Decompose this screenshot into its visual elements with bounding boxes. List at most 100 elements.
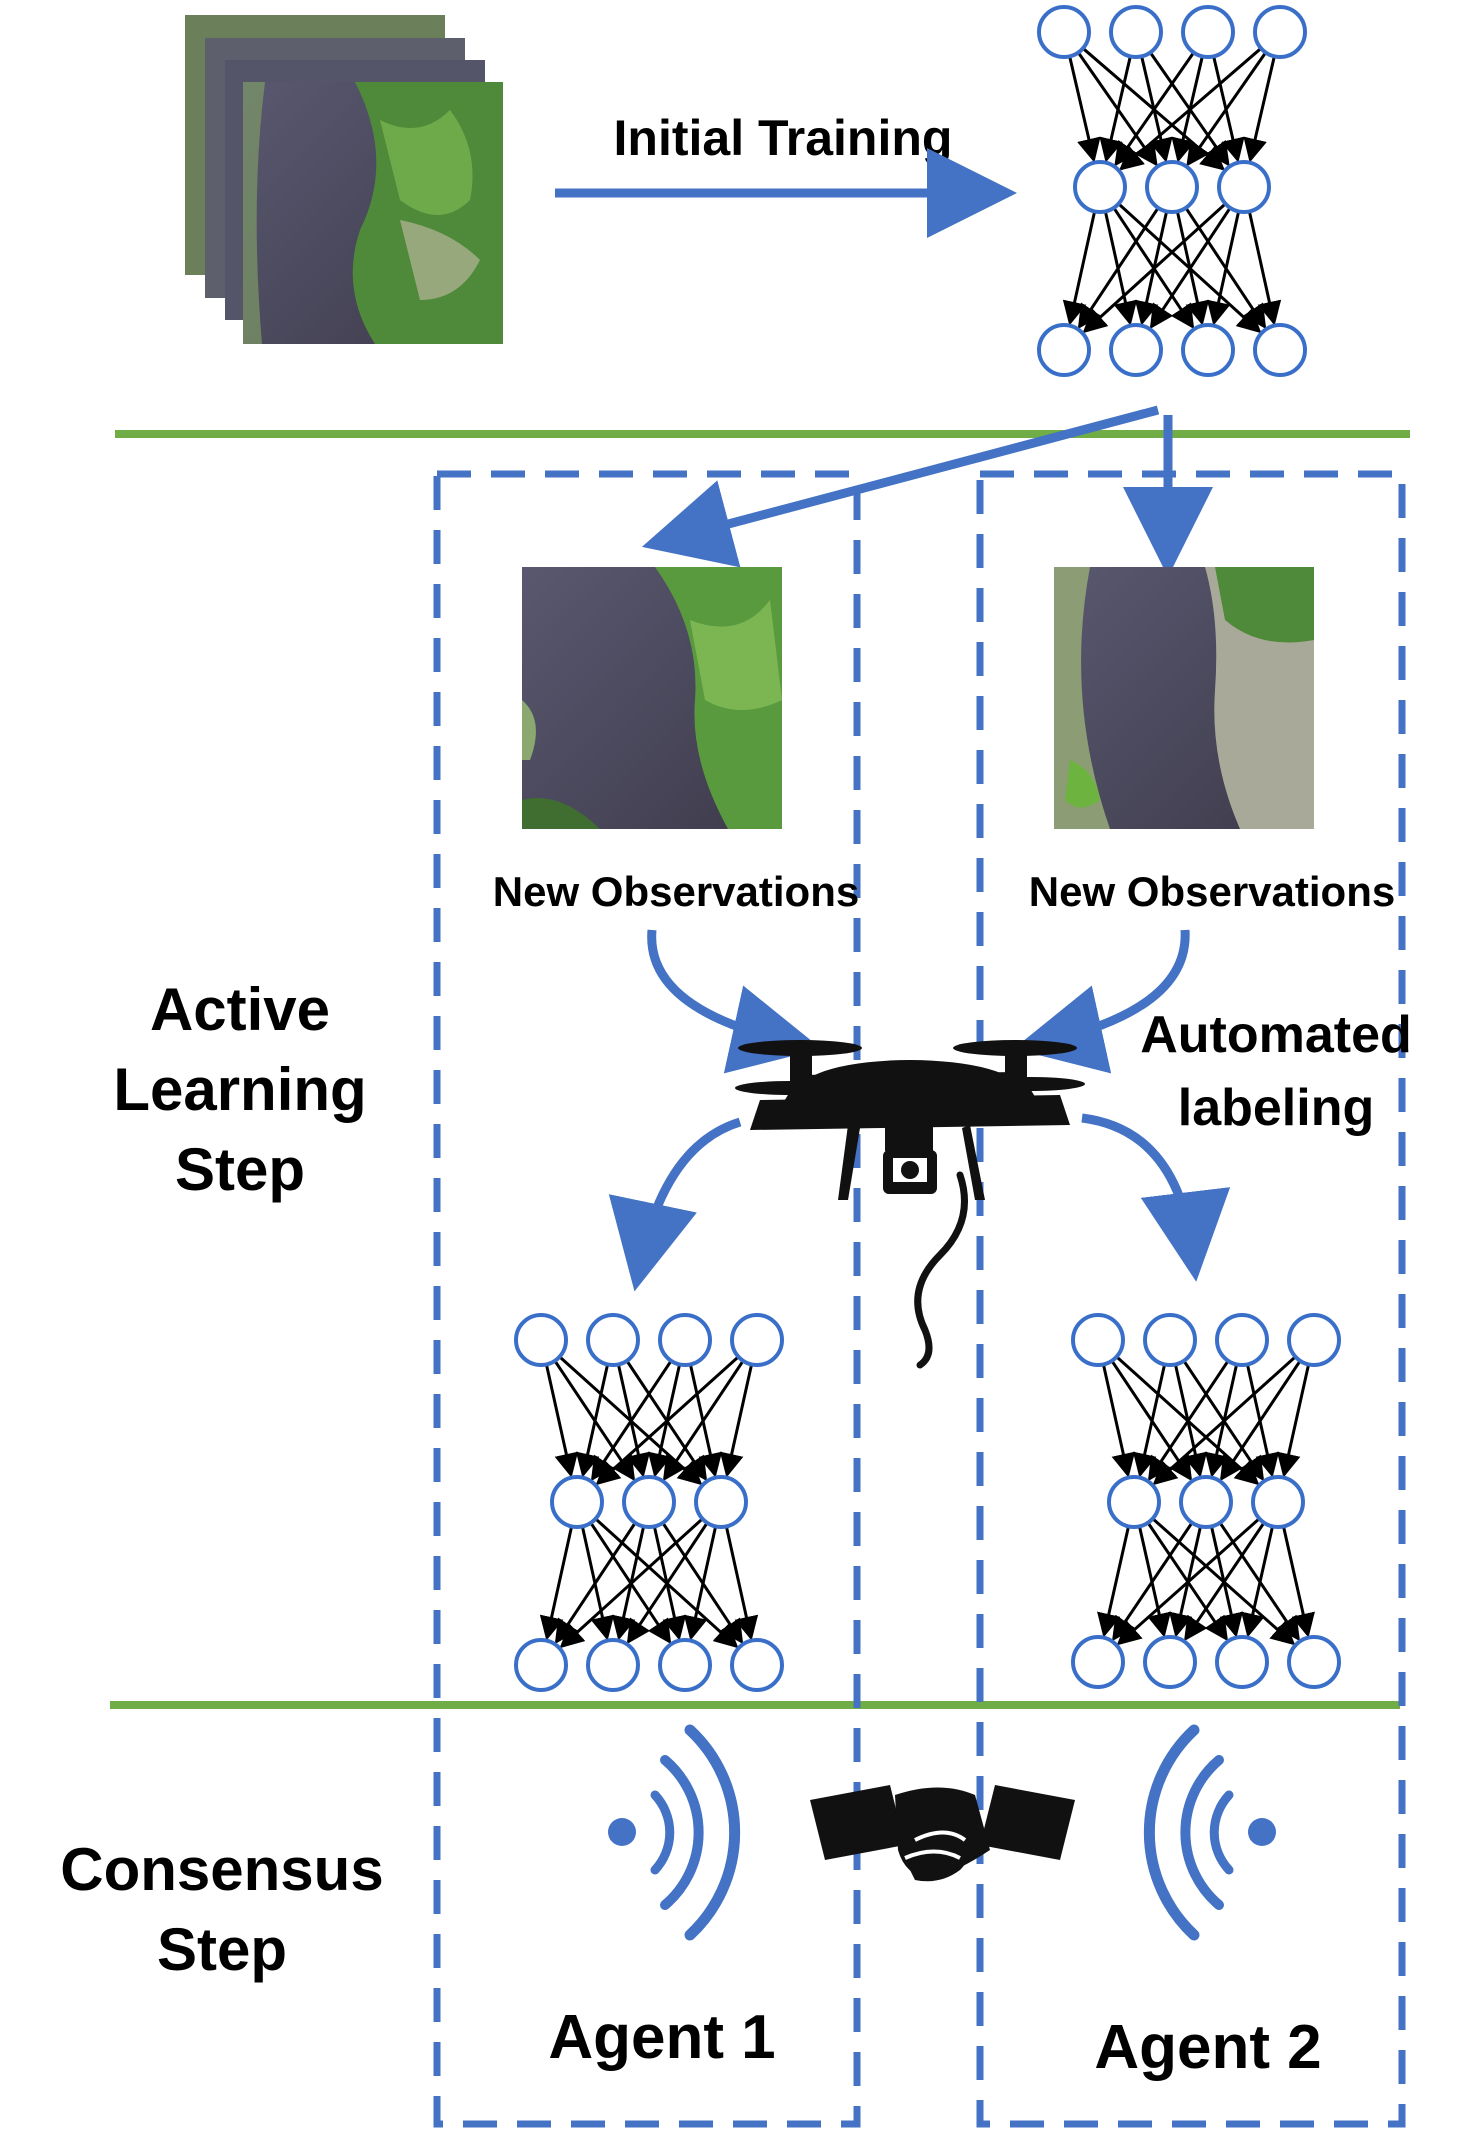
wireless-signal-icon bbox=[1143, 1724, 1276, 1941]
network-node bbox=[1037, 323, 1091, 377]
network-node bbox=[1179, 1475, 1233, 1529]
network-edge bbox=[1219, 1359, 1302, 1482]
network-edge bbox=[1276, 1364, 1311, 1478]
network-edge bbox=[1247, 211, 1282, 326]
network-edge bbox=[1149, 207, 1232, 330]
network-edge bbox=[1062, 211, 1097, 326]
network-edge bbox=[539, 1526, 574, 1641]
network-edge bbox=[1147, 1359, 1230, 1482]
network-edge bbox=[724, 1526, 759, 1641]
observation-image-agent1 bbox=[522, 567, 782, 829]
network-node bbox=[658, 1313, 712, 1367]
wireless-signal-icon bbox=[608, 1724, 741, 1941]
network-edge bbox=[1082, 202, 1227, 334]
handshake-icon bbox=[810, 1785, 1075, 1882]
active-learning-label-1: Active bbox=[150, 976, 330, 1043]
network-edge bbox=[1097, 1526, 1130, 1638]
automated-labeling-label-2: labeling bbox=[1178, 1079, 1374, 1137]
agent2-dashed-box bbox=[976, 470, 1406, 2128]
network-edge bbox=[1186, 51, 1267, 167]
automated-labeling-label-1: Automated bbox=[1140, 1006, 1412, 1064]
network-node bbox=[586, 1313, 640, 1367]
training-image bbox=[243, 82, 503, 344]
network-edge bbox=[595, 1355, 740, 1486]
new-observations-label-1: New Observations bbox=[493, 868, 859, 915]
drone-icon bbox=[735, 1040, 1085, 1369]
neural-network-initial bbox=[1037, 5, 1307, 377]
network-node bbox=[1215, 1635, 1269, 1689]
network-edge bbox=[1114, 51, 1195, 167]
network-edge bbox=[1241, 1526, 1274, 1638]
active-learning-label-3: Step bbox=[175, 1136, 305, 1203]
network-node bbox=[1253, 323, 1307, 377]
network-node bbox=[1251, 1475, 1305, 1529]
network-edge bbox=[1183, 1521, 1266, 1642]
consensus-label-1: Consensus bbox=[60, 1836, 383, 1903]
network-edge bbox=[1101, 1364, 1136, 1478]
network-edge bbox=[1132, 1364, 1167, 1478]
network-node bbox=[1287, 1313, 1341, 1367]
network-node bbox=[1071, 1313, 1125, 1367]
new-observations-label-2: New Observations bbox=[1029, 868, 1395, 915]
neural-network-agent2 bbox=[1071, 1313, 1341, 1689]
network-node bbox=[1073, 160, 1127, 214]
network-node bbox=[514, 1638, 568, 1692]
network-node bbox=[622, 1475, 676, 1529]
network-node bbox=[550, 1475, 604, 1529]
arrow-drone-to-agent2 bbox=[1081, 1113, 1231, 1282]
distribute-arrow-agent1 bbox=[641, 405, 1160, 568]
agent2-label: Agent 2 bbox=[1094, 2013, 1321, 2082]
network-node bbox=[1145, 160, 1199, 214]
network-edge bbox=[1068, 56, 1101, 163]
network-node bbox=[1071, 1635, 1125, 1689]
network-edge bbox=[1111, 1521, 1194, 1642]
agent1-dashed-box bbox=[433, 470, 861, 2128]
network-edge bbox=[1152, 1355, 1297, 1486]
network-node bbox=[1181, 323, 1235, 377]
network-edge bbox=[1118, 47, 1263, 171]
network-edge bbox=[1077, 207, 1160, 330]
network-node bbox=[1287, 1635, 1341, 1689]
network-node bbox=[730, 1638, 784, 1692]
network-edge bbox=[683, 1526, 718, 1641]
network-node bbox=[586, 1638, 640, 1692]
network-node bbox=[1143, 1635, 1197, 1689]
network-edge bbox=[1282, 1526, 1315, 1638]
observation-image-agent2 bbox=[1054, 567, 1314, 829]
network-node bbox=[730, 1313, 784, 1367]
network-node bbox=[1109, 323, 1163, 377]
network-edge bbox=[1099, 56, 1132, 163]
consensus-label-2: Step bbox=[157, 1916, 287, 1983]
network-node bbox=[1253, 5, 1307, 59]
arrow-observation1-to-drone bbox=[647, 929, 822, 1074]
active-learning-label-2: Learning bbox=[113, 1056, 366, 1123]
network-edge bbox=[590, 1359, 673, 1482]
network-edge bbox=[575, 1364, 610, 1478]
network-node bbox=[1181, 5, 1235, 59]
network-edge bbox=[719, 1364, 754, 1478]
network-edge bbox=[626, 1522, 709, 1645]
agent1-label: Agent 1 bbox=[548, 2003, 775, 2072]
network-node bbox=[1217, 160, 1271, 214]
network-edge bbox=[559, 1517, 704, 1649]
network-node bbox=[1215, 1313, 1269, 1367]
network-edge bbox=[662, 1359, 745, 1482]
network-node bbox=[1107, 1475, 1161, 1529]
arrow-observation2-to-drone bbox=[1013, 929, 1190, 1074]
network-node bbox=[1109, 5, 1163, 59]
network-edge bbox=[1116, 1517, 1261, 1646]
network-edge bbox=[554, 1522, 637, 1645]
network-node bbox=[1037, 5, 1091, 59]
network-node bbox=[514, 1313, 568, 1367]
arrow-drone-to-agent1 bbox=[608, 1117, 742, 1292]
network-edge bbox=[544, 1364, 579, 1478]
training-image-stack bbox=[185, 15, 503, 344]
network-node bbox=[1143, 1313, 1197, 1367]
network-edge bbox=[1206, 211, 1241, 326]
neural-network-agent1 bbox=[514, 1313, 784, 1692]
network-node bbox=[658, 1638, 712, 1692]
network-edge bbox=[1243, 56, 1276, 163]
initial-training-label: Initial Training bbox=[614, 110, 953, 166]
network-node bbox=[694, 1475, 748, 1529]
